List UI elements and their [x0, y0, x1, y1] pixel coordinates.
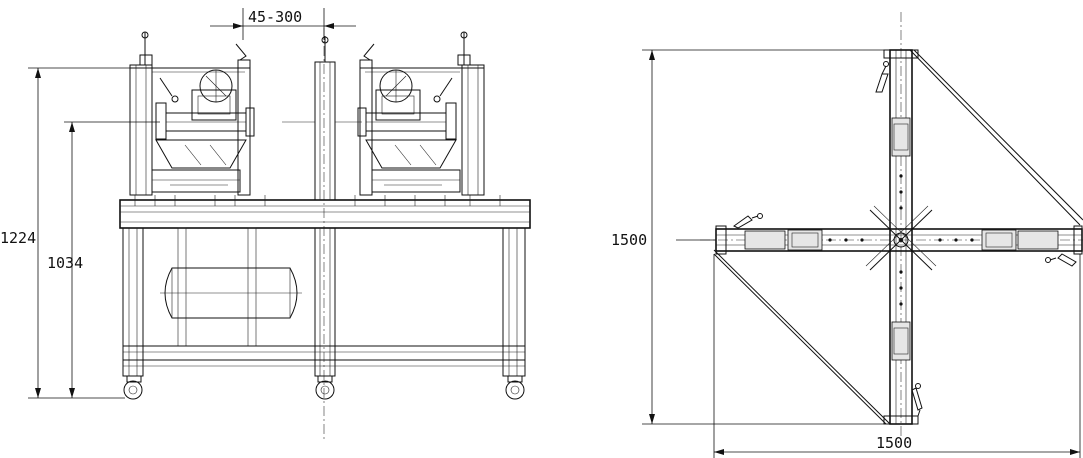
brace-lower-left	[713, 249, 891, 425]
dim-table-height: 1034	[47, 121, 160, 398]
leg-left	[122, 227, 144, 377]
dim-gap: 45-300	[210, 8, 356, 40]
dim-total-height: 1224	[0, 67, 150, 399]
dim-top-vertical	[642, 49, 890, 425]
clamp-handle-left	[733, 213, 763, 229]
leg-center	[314, 227, 336, 377]
table-top	[119, 199, 531, 229]
lower-rail	[122, 345, 526, 361]
central-hub	[865, 205, 937, 271]
arm-vertical	[883, 49, 919, 425]
clamp-handle-top	[875, 61, 889, 93]
arm-horizontal	[715, 225, 1083, 255]
dim-table-height-label: 1034	[47, 254, 83, 272]
dim-top-horizontal-bottom: 1500	[713, 254, 1081, 458]
caster-center	[315, 375, 335, 400]
brace-upper-right	[909, 49, 1081, 226]
dim-top-bottom-label: 1500	[876, 434, 912, 452]
leg-right	[502, 227, 526, 377]
clamp-handle-bottom	[911, 383, 923, 417]
dim-total-height-label: 1224	[0, 229, 36, 247]
caster-left	[123, 375, 143, 400]
caster-right	[505, 375, 525, 400]
welding-unit-right	[357, 31, 485, 196]
dim-top-left-label: 1500	[611, 231, 647, 249]
top-view: 1500 1500 1500	[611, 12, 1083, 458]
clamp-handle-right	[1045, 253, 1077, 267]
dim-top-horizontal-left: 1500	[611, 231, 716, 249]
dim-gap-label: 45-300	[248, 8, 302, 26]
front-view: 45-300 1224 1034	[0, 8, 531, 440]
welding-unit-left	[129, 31, 255, 196]
tank	[160, 267, 302, 319]
central-mast	[314, 61, 336, 201]
